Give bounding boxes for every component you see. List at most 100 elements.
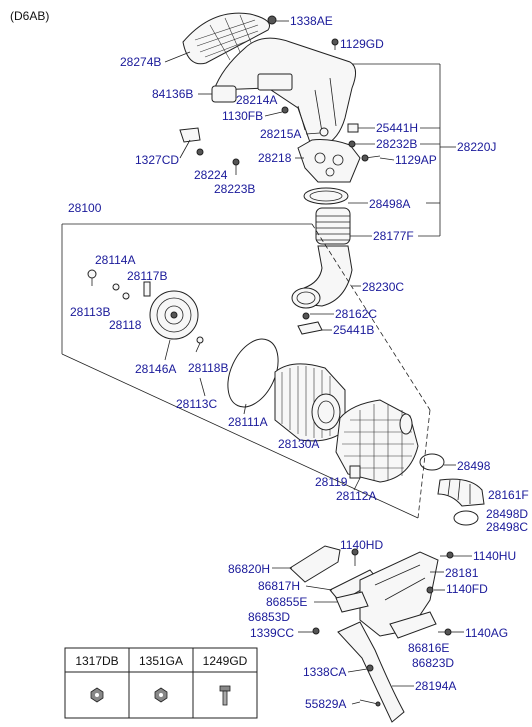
label-28274B: 28274B <box>120 55 161 69</box>
bracket-28117B <box>143 281 151 297</box>
clamp-28162C <box>302 312 310 320</box>
hose-28161F <box>437 478 485 507</box>
element-28130A <box>274 363 346 442</box>
clamp-25441H <box>347 123 359 133</box>
label-28118: 28118 <box>109 318 142 332</box>
label-28113B: 28113B <box>70 305 110 319</box>
label-28220J: 28220J <box>457 140 496 154</box>
clip-28232B <box>348 140 356 148</box>
label-1327CD: 1327CD <box>135 153 179 167</box>
clamp-28215A <box>319 127 329 137</box>
plate-86816E <box>389 611 437 639</box>
label-1140HU: 1140HU <box>473 549 516 563</box>
label-28223B: 28223B <box>214 182 255 196</box>
intake-grille-28274B <box>182 12 270 65</box>
label-28498C: 28498C <box>486 520 528 534</box>
label-28498D: 28498D <box>486 507 528 521</box>
clamp-25441B <box>297 321 323 335</box>
label-28498A: 28498A <box>369 197 410 211</box>
bracket-86820H <box>289 545 341 583</box>
housing-28112A <box>335 399 419 483</box>
label-28113C: 28113C <box>176 397 217 411</box>
table-header-2: 1351GA <box>139 654 183 668</box>
label-28162C: 28162C <box>335 307 377 321</box>
label-28498: 28498 <box>457 459 491 473</box>
bolt-icon-1249GD <box>219 685 231 706</box>
clamp-28498 <box>419 453 445 471</box>
label-28111A: 28111A <box>228 415 268 429</box>
nut-icon-1351GA <box>154 687 168 703</box>
label-28117B: 28117B <box>127 269 167 283</box>
label-28114A: 28114A <box>95 253 135 267</box>
label-28119: 28119 <box>315 475 348 489</box>
nut-28224 <box>196 148 204 156</box>
label-28224: 28224 <box>194 168 228 182</box>
bolt-1129AP <box>361 154 381 162</box>
label-84136B: 84136B <box>152 87 193 101</box>
bolt-1338AE <box>267 15 277 25</box>
label-86816E: 86816E <box>408 641 449 655</box>
label-28112A: 28112A <box>336 489 376 503</box>
label-28181: 28181 <box>445 566 479 580</box>
nut-icon-1317DB <box>90 687 104 703</box>
fastener-table: 1317DB 1351GA 1249GD <box>64 647 258 719</box>
label-28194A: 28194A <box>415 679 456 693</box>
screw-55829A <box>359 699 381 707</box>
label-86823D: 86823D <box>412 656 454 670</box>
washer-28113B <box>112 283 120 291</box>
oring-28111A <box>227 338 279 408</box>
plate-86855E <box>335 591 369 613</box>
clamp-28498D <box>453 510 479 526</box>
bolt-1129GD <box>331 38 339 50</box>
bolt-28114A <box>87 269 97 286</box>
label-25441H: 25441H <box>376 121 418 135</box>
label-28214A: 28214A <box>236 93 277 107</box>
label-28215A: 28215A <box>260 127 301 141</box>
label-25441B: 25441B <box>333 323 374 337</box>
nut-1338CA <box>366 664 374 672</box>
label-86817H: 86817H <box>258 579 300 593</box>
label-1129AP: 1129AP <box>395 153 437 167</box>
nut-1339CC <box>312 627 320 635</box>
nut-28118 <box>122 292 130 300</box>
label-86855E: 86855E <box>266 595 307 609</box>
label-1130FB: 1130FB <box>222 109 263 123</box>
label-28232B: 28232B <box>376 137 417 151</box>
gasket-28498A <box>303 187 349 205</box>
label-1140AG: 1140AG <box>465 626 508 640</box>
label-86820H: 86820H <box>228 562 270 576</box>
label-55829A: 55829A <box>305 697 346 711</box>
bolt-1140FD <box>426 586 434 594</box>
label-1140HD: 1140HD <box>340 538 383 552</box>
label-1339CC: 1339CC <box>250 626 294 640</box>
bellows-28177F <box>315 207 351 245</box>
table-header-1: 1317DB <box>75 654 118 668</box>
label-28161F: 28161F <box>488 488 529 502</box>
label-28230C: 28230C <box>362 280 404 294</box>
leader-28220J <box>352 63 441 237</box>
bolt-1140HU <box>440 551 454 559</box>
bolt-1140HD <box>351 548 359 566</box>
label-1338CA: 1338CA <box>303 665 346 679</box>
bolt-28223B <box>232 158 240 175</box>
bracket-1327CD <box>179 127 201 143</box>
label-1129GD: 1129GD <box>340 37 384 51</box>
bolt-1130FB <box>281 106 289 114</box>
label-28118B: 28118B <box>188 361 228 375</box>
clip-28118B <box>195 336 204 353</box>
valve-28119 <box>349 465 361 479</box>
elbow-hose-28230C <box>291 245 353 309</box>
bracket-84136B <box>211 85 237 103</box>
label-28130A: 28130A <box>278 437 319 451</box>
table-header-3: 1249GD <box>203 654 248 668</box>
cover-28146A <box>149 290 199 340</box>
support-28194A <box>337 621 405 723</box>
label-1338AE: 1338AE <box>290 14 333 28</box>
label-28146A: 28146A <box>135 362 176 376</box>
label-1140FD: 1140FD <box>446 582 488 596</box>
bolt-1140AG <box>438 628 452 636</box>
label-28218: 28218 <box>258 151 292 165</box>
assembly-frame-28100 <box>61 223 431 519</box>
label-28100: 28100 <box>68 201 102 215</box>
